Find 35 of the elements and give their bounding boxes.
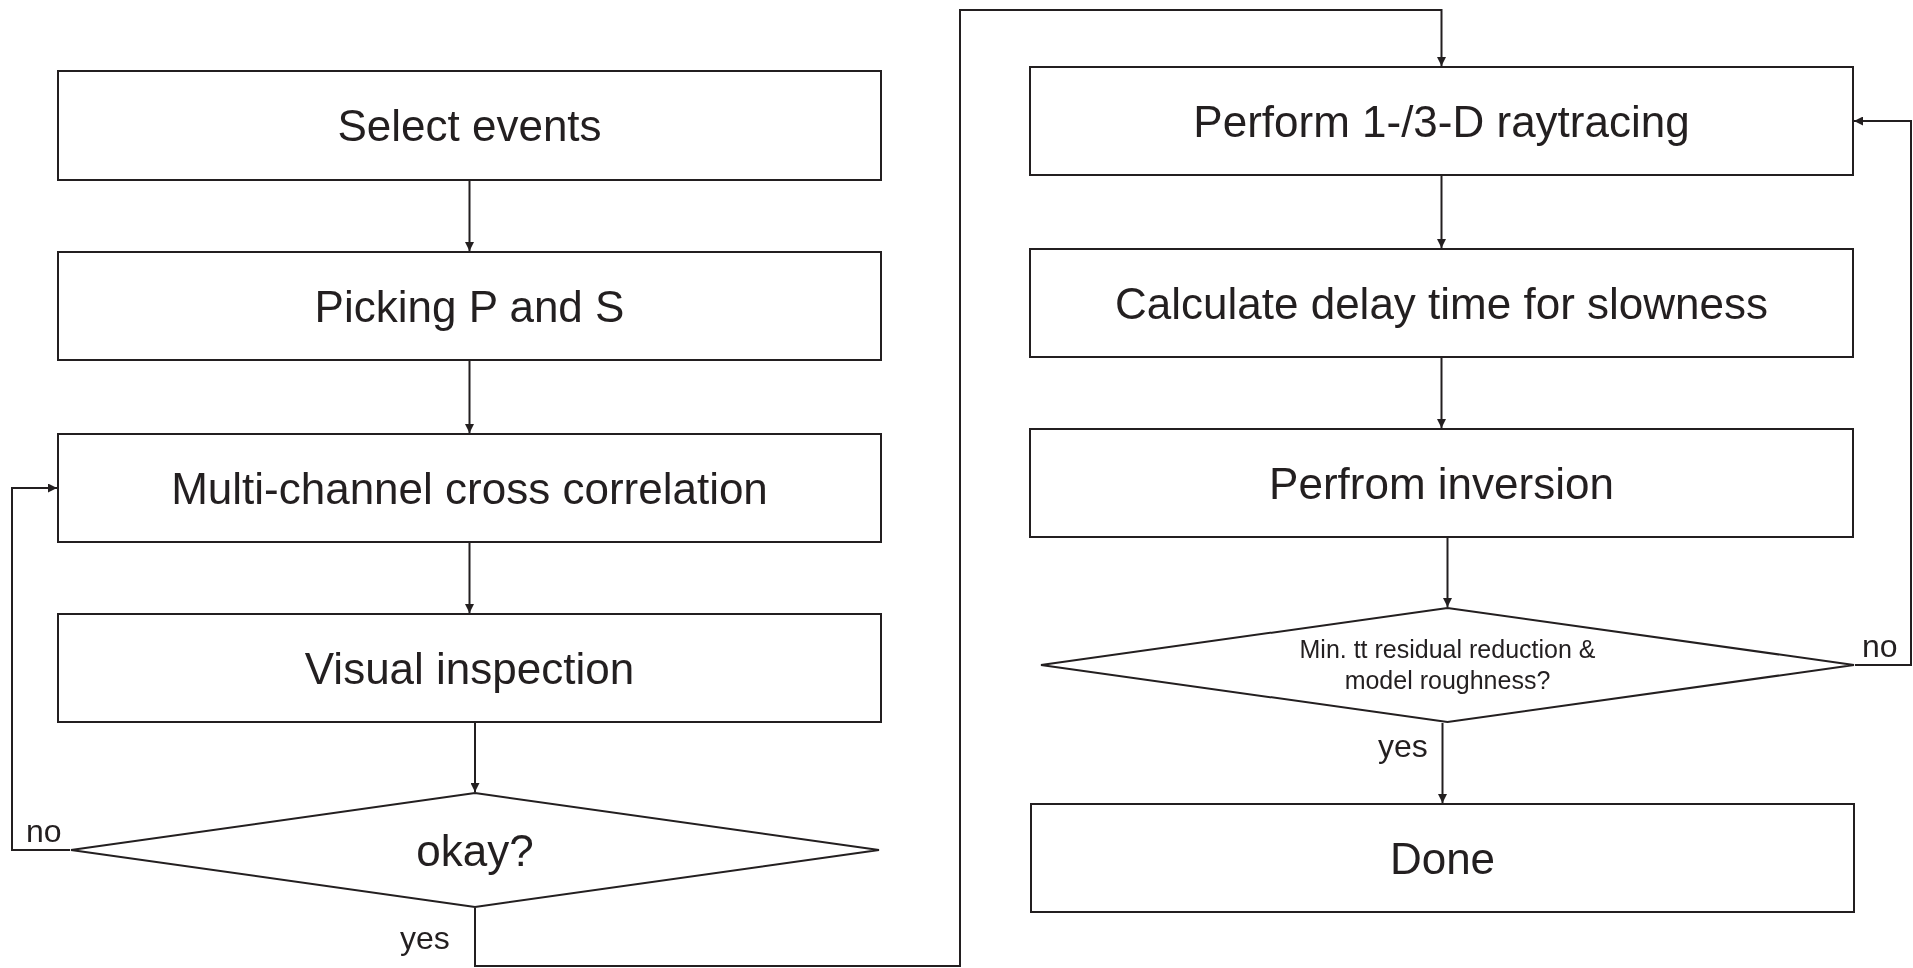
node-text: Perform 1-/3-D raytracing [1193, 95, 1690, 148]
node-text: Picking P and S [314, 280, 625, 333]
arrow [11, 483, 71, 851]
arrow [470, 722, 480, 793]
process-box [57, 433, 882, 543]
node-text: Calculate delay time for slowness [1115, 277, 1768, 330]
node-text: Multi-channel cross correlation [171, 462, 768, 515]
process-box [57, 251, 882, 361]
arrow [1437, 357, 1446, 429]
node-text: Select events [337, 100, 602, 152]
process-box [1029, 428, 1854, 538]
arrow [1437, 175, 1446, 249]
decision-diamond [1040, 607, 1855, 723]
edge-label: no [1862, 630, 1898, 662]
edge-label: no [26, 815, 62, 847]
process-box [1029, 248, 1854, 358]
arrow [465, 360, 474, 434]
arrow [474, 9, 1446, 967]
arrow [1443, 537, 1452, 608]
node-text: Visual inspection [304, 642, 635, 695]
decision-diamond [70, 792, 880, 908]
arrow [1853, 116, 1912, 666]
arrow [465, 542, 474, 614]
process-box [57, 70, 882, 181]
process-box [1029, 66, 1854, 176]
process-box [57, 613, 882, 723]
process-box [1030, 803, 1855, 913]
node-text: Done [1389, 832, 1496, 885]
node-text: okay? [416, 824, 534, 877]
arrow [1438, 722, 1447, 804]
arrow [465, 180, 474, 252]
edge-label: yes [400, 922, 450, 954]
node-text: Perfrom inversion [1269, 457, 1614, 510]
edge-label: yes [1378, 730, 1428, 762]
node-text: Min. tt residual reduction & model roughness? [1298, 633, 1597, 696]
